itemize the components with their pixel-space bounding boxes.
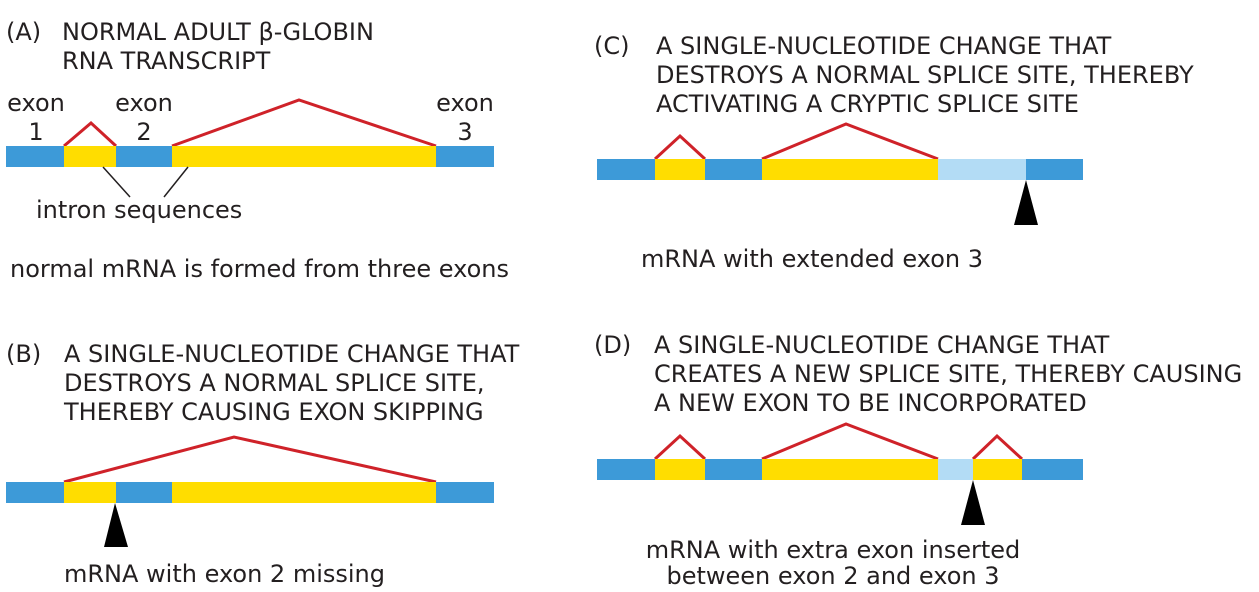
exon-3-label-word: exon: [436, 89, 494, 117]
panel-c-splice-cryptic: [761, 122, 939, 161]
panel-d-title-line-1: A SINGLE-NUCLEOTIDE CHANGE THAT: [654, 331, 1110, 359]
panel-c-title-line-1: A SINGLE-NUCLEOTIDE CHANGE THAT: [656, 32, 1112, 60]
exon-1-label-word: exon: [7, 89, 65, 117]
panel-d-exon-2: [705, 459, 762, 480]
panel-c-exon-3: [1026, 159, 1083, 180]
panel-d-intron-2b: [973, 459, 1022, 480]
exon-2-label-word: exon: [115, 89, 173, 117]
panel-b-title-line-1: A SINGLE-NUCLEOTIDE CHANGE THAT: [64, 340, 520, 368]
intron-1-pointer-line: [102, 166, 131, 198]
exon-2-label-number: 2: [136, 118, 151, 146]
exon-3-label-number: 3: [457, 118, 472, 146]
panel-c-splice-intron-1: [653, 133, 707, 161]
panel-a-intron-2: [172, 146, 436, 167]
panel-d-intron-2a: [762, 459, 938, 480]
panel-c-exon-2: [705, 159, 762, 180]
panel-c-intron-1: [655, 159, 705, 180]
panel-d-exon-1: [597, 459, 655, 480]
panel-d-exon-3: [1022, 459, 1083, 480]
panel-c-exon-1: [597, 159, 655, 180]
panel-d-splice-intron-2b: [971, 433, 1024, 461]
panel-a-title-line-1: NORMAL ADULT β-GLOBIN: [62, 18, 374, 46]
panel-c-retained-intron: [938, 159, 1026, 180]
panel-d-caption-line-1: mRNA with extra exon inserted: [646, 536, 1021, 564]
panel-b-intron-1: [64, 482, 116, 503]
panel-d-intron-1: [655, 459, 705, 480]
panel-a-exon-1: [6, 146, 64, 167]
panel-d-new-exon: [938, 459, 973, 480]
intron-sequences-label: intron sequences: [36, 196, 242, 224]
panel-b-exon-2: [116, 482, 172, 503]
exon-1-label-number: 1: [28, 118, 43, 146]
panel-a-letter: (A): [6, 18, 41, 46]
panel-a-title-line-2: RNA TRANSCRIPT: [62, 47, 271, 75]
panel-c: (C) A SINGLE-NUCLEOTIDE CHANGE THAT DEST…: [594, 32, 1194, 273]
panel-a-intron-1: [64, 146, 116, 167]
panel-d-splice-intron-1: [653, 433, 707, 461]
panel-b-exon-1: [6, 482, 64, 503]
panel-b-title-line-2: DESTROYS A NORMAL SPLICE SITE,: [64, 369, 484, 397]
panel-b-title-line-3: THEREBY CAUSING EXON SKIPPING: [63, 398, 484, 426]
panel-b-letter: (B): [6, 340, 41, 368]
panel-a-splice-intron-1: [63, 120, 118, 148]
panel-c-title-line-2: DESTROYS A NORMAL SPLICE SITE, THEREBY: [656, 61, 1194, 89]
panel-c-intron-2: [762, 159, 938, 180]
panel-c-letter: (C): [594, 32, 629, 60]
panel-d-title-line-3: A NEW EXON TO BE INCORPORATED: [654, 389, 1087, 417]
panel-b-exon-3: [436, 482, 494, 503]
panel-a-splice-intron-2: [171, 98, 437, 148]
panel-c-title-line-3: ACTIVATING A CRYPTIC SPLICE SITE: [656, 90, 1079, 118]
panel-c-mutation-marker: [1014, 180, 1038, 225]
panel-d-letter: (D): [594, 331, 631, 359]
panel-b-caption: mRNA with exon 2 missing: [64, 560, 385, 587]
panel-d-title-line-2: CREATES A NEW SPLICE SITE, THEREBY CAUSI…: [654, 360, 1242, 388]
panel-b-intron-2: [172, 482, 436, 503]
panel-c-caption: mRNA with extended exon 3: [641, 245, 983, 273]
panel-a-exon-2: [116, 146, 172, 167]
intron-2-pointer-line: [163, 166, 189, 198]
panel-d-splice-intron-2a: [761, 422, 939, 461]
panel-b-splice-skip: [63, 435, 437, 484]
panel-d-caption-line-2: between exon 2 and exon 3: [666, 562, 999, 587]
panel-a: (A) NORMAL ADULT β-GLOBIN RNA TRANSCRIPT…: [6, 18, 509, 283]
panel-a-exon-3: [436, 146, 494, 167]
panel-b-mutation-marker: [104, 503, 128, 547]
panel-b: (B) A SINGLE-NUCLEOTIDE CHANGE THAT DEST…: [6, 340, 520, 588]
panel-d-mutation-marker: [961, 480, 985, 525]
panel-d: (D) A SINGLE-NUCLEOTIDE CHANGE THAT CREA…: [594, 331, 1242, 590]
panel-a-caption: normal mRNA is formed from three exons: [10, 255, 509, 283]
